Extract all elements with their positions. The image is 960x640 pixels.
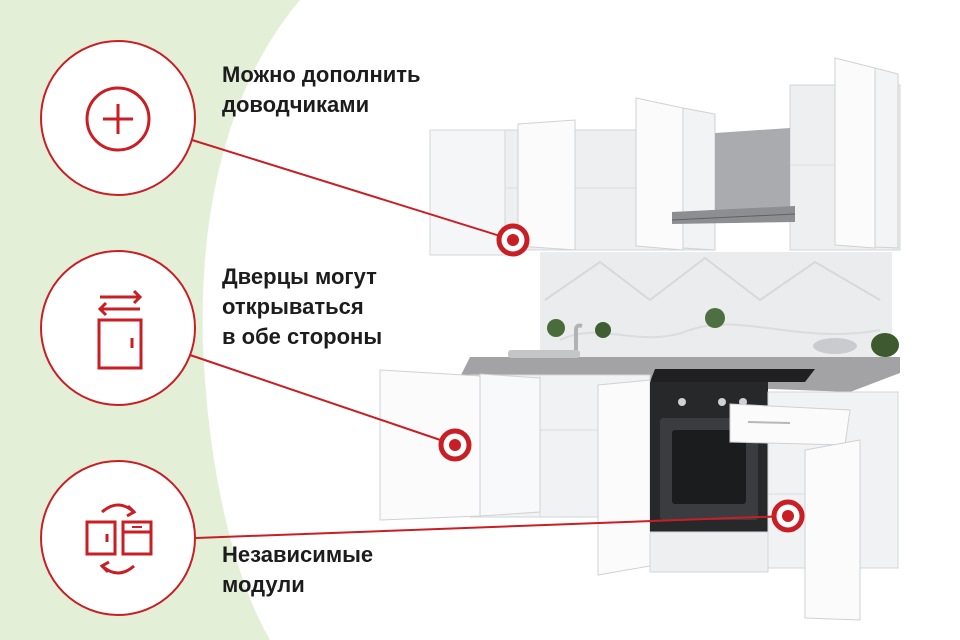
hotspot-marker-upper[interactable]: [496, 223, 530, 257]
hotspot-marker-door[interactable]: [438, 428, 472, 462]
feature-line: Дверцы могут: [222, 264, 377, 289]
plus-icon: [85, 86, 151, 152]
door-swap-icon: [97, 289, 143, 370]
feature-line: доводчиками: [222, 92, 370, 117]
feature-circle-modules: [40, 460, 196, 616]
feature-line: Можно дополнить: [222, 62, 421, 87]
feature-circle-soft-close: [40, 40, 196, 196]
feature-text-soft-close: Можно дополнить доводчиками: [222, 60, 421, 120]
modules-swap-icon: [85, 503, 153, 575]
feature-line: модули: [222, 572, 305, 597]
feature-circle-reversible-doors: [40, 250, 196, 406]
range-hood: [715, 128, 790, 212]
feature-line: Независимые: [222, 542, 374, 567]
feature-line: в обе стороны: [222, 324, 383, 349]
cooktop: [650, 369, 815, 382]
feature-text-modules: Независимые модули: [222, 540, 373, 600]
feature-text-reversible-doors: Дверцы могут открываться в обе стороны: [222, 262, 382, 352]
feature-line: открываться: [222, 294, 364, 319]
hotspot-marker-module[interactable]: [771, 499, 805, 533]
